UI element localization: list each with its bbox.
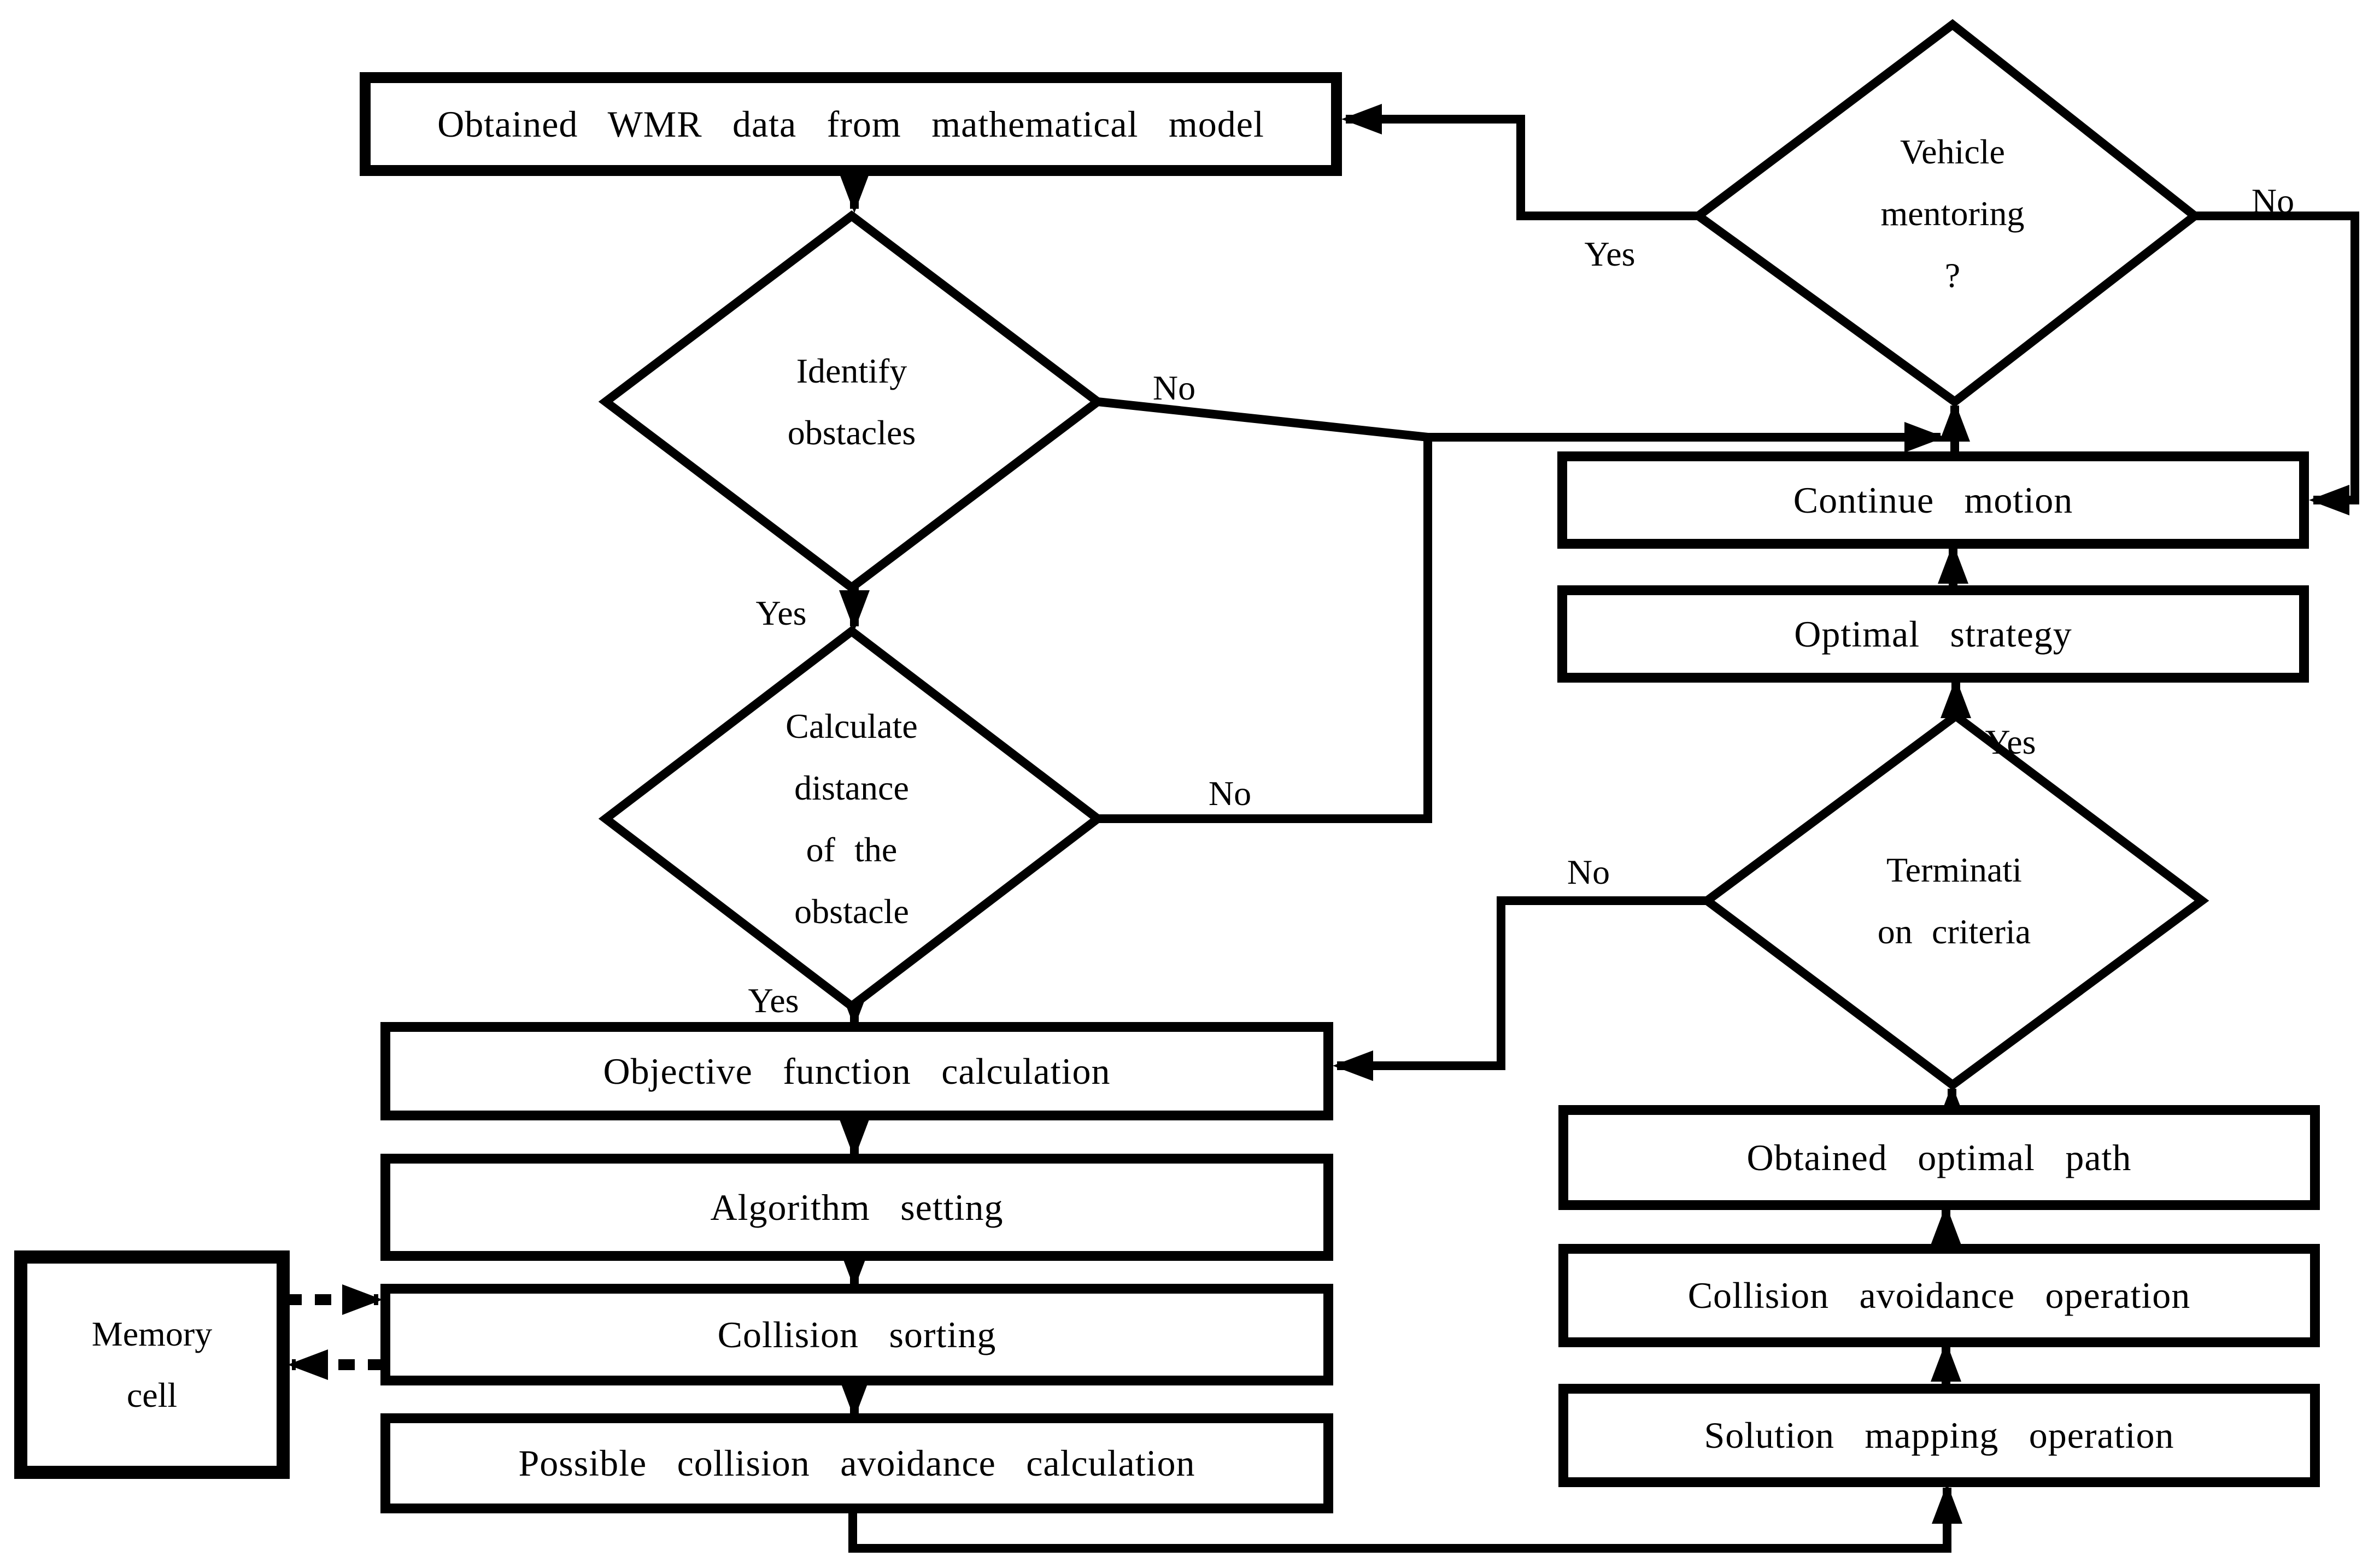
edge-label-termination-yes: Yes <box>1985 723 2036 761</box>
possible-collision-box-label: Possible collision avoidance calculation <box>518 1442 1195 1484</box>
identify-diamond <box>598 210 1105 594</box>
memory-cell-box-label: Memory cell <box>91 1314 213 1414</box>
objective-box-label: Objective function calculation <box>603 1050 1111 1092</box>
memory-cell-box <box>14 1250 290 1479</box>
solution-mapping-box <box>1558 1384 2320 1487</box>
calc-distance-diamond <box>598 625 1105 1012</box>
edge-vehicle-no <box>2195 212 2359 515</box>
calc-distance-diamond-label: Calculate distance of the obstacle <box>785 707 918 931</box>
optimal-path-box-label: Obtained optimal path <box>1746 1136 2132 1178</box>
termination-diamond <box>1699 710 2209 1090</box>
edge-possible-to-solution <box>848 1483 1962 1553</box>
edge-distance-no <box>1098 434 1432 823</box>
termination-diamond-label: Terminati on criteria <box>1877 850 2031 951</box>
vehicle-mentoring-diamond-label: Vehicle mentoring ? <box>1880 132 2025 295</box>
vehicle-mentoring-diamond <box>1691 19 2202 407</box>
edge-identify-no <box>1097 397 1945 453</box>
collision-avoidance-box-label: Collision avoidance operation <box>1687 1275 2191 1316</box>
optimal-path-box <box>1558 1105 2320 1210</box>
algorithm-setting-box <box>380 1154 1333 1261</box>
algorithm-setting-box-label: Algorithm setting <box>710 1186 1004 1228</box>
edge-termination-no <box>1333 896 1707 1081</box>
edge-label-identify-yes: Yes <box>755 594 807 632</box>
edge-vehicle-yes <box>1341 104 1698 220</box>
identify-diamond-label: Identify obstacles <box>787 351 916 452</box>
optimal-strategy-box <box>1557 585 2309 683</box>
edge-label-distance-no: No <box>1208 774 1252 813</box>
solution-mapping-box-label: Solution mapping operation <box>1704 1414 2174 1456</box>
optimal-strategy-box-label: Optimal strategy <box>1794 613 2072 655</box>
edge-label-distance-yes: Yes <box>748 981 799 1020</box>
continue-motion-box-label: Continue motion <box>1793 479 2073 521</box>
edge-label-vehicle-no: No <box>2251 181 2295 220</box>
continue-motion-box <box>1557 451 2309 549</box>
wmr-box <box>360 72 1342 176</box>
objective-box <box>380 1022 1333 1120</box>
possible-collision-box <box>380 1413 1333 1513</box>
wmr-box-label: Obtained WMR data from mathematical mode… <box>437 103 1264 145</box>
edge-label-identify-no: No <box>1152 368 1196 407</box>
collision-sorting-box <box>380 1284 1333 1385</box>
collision-avoidance-box <box>1558 1244 2320 1347</box>
collision-sorting-box-label: Collision sorting <box>717 1313 996 1355</box>
edge-label-vehicle-yes: Yes <box>1584 234 1635 273</box>
edge-label-termination-no: No <box>1567 853 1610 891</box>
